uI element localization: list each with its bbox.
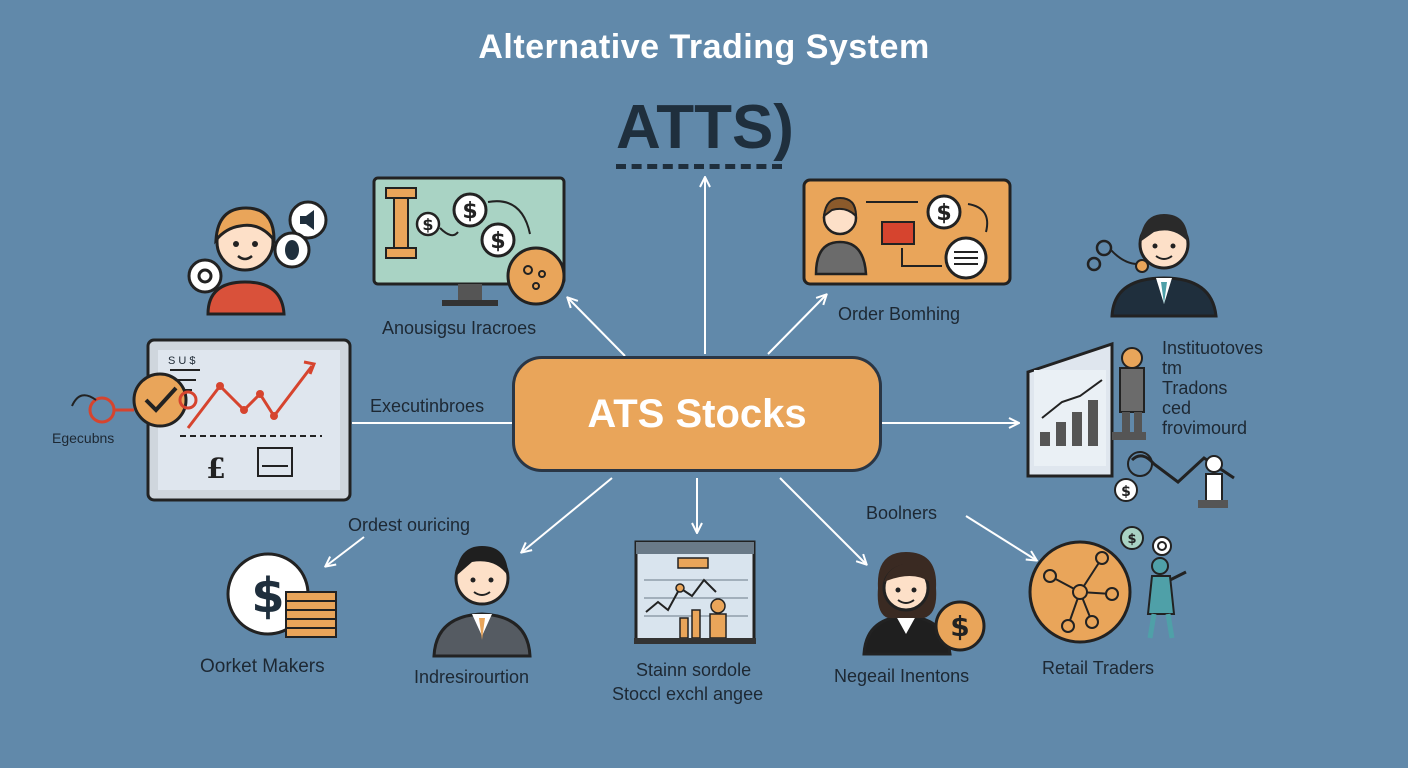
arrow-top-right: [767, 295, 826, 355]
diagram-subtitle: ATTS): [616, 93, 794, 162]
svg-text:$: $: [950, 610, 969, 643]
exchange-monitor-icon: $ $ $: [372, 176, 566, 306]
market-makers-label: Oorket Makers: [200, 656, 325, 677]
investor-avatar-icon: [187, 200, 328, 316]
svg-text:$: $: [422, 215, 433, 234]
right-group-label-4: ced: [1162, 398, 1192, 418]
svg-text:$: $: [936, 201, 951, 226]
arrow-retail: [965, 515, 1036, 560]
svg-text:$: $: [462, 199, 477, 224]
top-right-box-label: Order Bomhing: [838, 304, 961, 324]
arrow-bottom-left: [522, 477, 613, 552]
svg-text:$: $: [1127, 532, 1136, 547]
woman-investor-avatar-icon: $: [862, 552, 986, 656]
right-group-label-3: Tradons: [1162, 378, 1228, 398]
indresiroution-label: Indresirourtion: [414, 667, 530, 687]
retail-traders-label: Retail Traders: [1042, 658, 1155, 678]
subtitle-dashed-underline: [616, 164, 782, 169]
arrow-top-left: [568, 298, 626, 357]
top-left-box-label: Anousigsu Iracroes: [382, 318, 537, 338]
market-makers-coins-icon: $: [226, 552, 337, 638]
institutional-investors-icon: $: [1026, 341, 1235, 508]
left-panel-caption: Egecubns: [52, 430, 115, 446]
svg-text:£: £: [206, 452, 225, 485]
brokers-label: Boolners: [866, 503, 938, 523]
center-node: ATS Stocks: [512, 356, 882, 472]
order-routing-label: Ordest ouricing: [348, 515, 471, 535]
left-panel-header: S U $: [168, 355, 196, 367]
diagram-title: Alternative Trading System: [478, 28, 930, 66]
svg-text:$: $: [251, 568, 284, 624]
businessman-avatar-icon: [432, 546, 532, 658]
negeail-label: Negeail Inentons: [834, 666, 970, 686]
left-arrow-label: Executinbroes: [370, 396, 485, 416]
broker-headset-avatar-icon: [1086, 214, 1218, 318]
svg-text:$: $: [1121, 484, 1131, 500]
right-group-label-5: frovimourd: [1162, 418, 1248, 438]
svg-text:$: $: [490, 229, 505, 254]
arrow-order-routing: [326, 536, 365, 566]
retail-network-icon: $: [1028, 526, 1187, 644]
arrow-bottom-right: [779, 477, 866, 564]
execution-chart-panel-icon: £: [71, 338, 352, 502]
stock-exchange-board-icon: [634, 540, 756, 644]
right-group-label-2: tm: [1162, 358, 1182, 378]
stock-exchange-label-1: Stainn sordole: [636, 660, 752, 680]
stock-exchange-label-2: Stoccl exchl angee: [612, 684, 764, 704]
order-matching-box-icon: $: [802, 178, 1012, 286]
right-group-label-1: Instituotoves: [1162, 338, 1264, 358]
